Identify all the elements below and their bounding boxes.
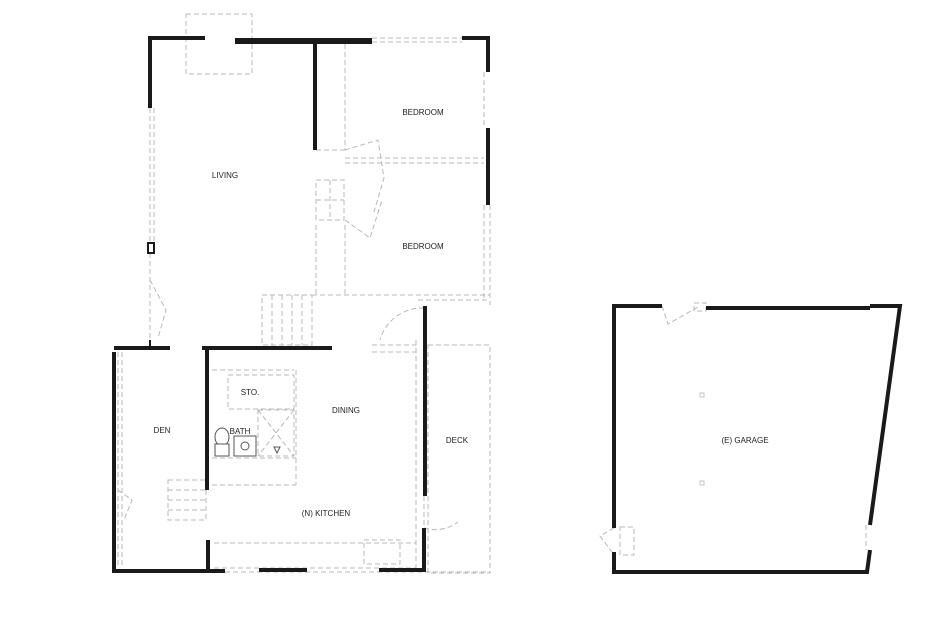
toilet-icon: [214, 427, 230, 447]
room-label-deck: DECK: [446, 436, 469, 445]
room-label-den: DEN: [154, 426, 171, 435]
house-walls: [112, 36, 490, 573]
room-label-bedroom-2: BEDROOM: [402, 242, 444, 251]
shower-drain-icon: [273, 446, 281, 455]
room-label-garage: (E) GARAGE: [721, 436, 768, 445]
room-label-storage: STO.: [241, 388, 260, 397]
existing-dashed-lines: [117, 13, 491, 574]
room-label-kitchen: (N) KITCHEN: [302, 509, 351, 518]
bath-fixtures: [214, 427, 281, 457]
room-label-dining: DINING: [332, 406, 360, 415]
room-label-bedroom-1: BEDROOM: [402, 108, 444, 117]
garage-walls: [612, 304, 903, 574]
room-labels: LIVING BEDROOM BEDROOM DEN STO. BATH DIN…: [154, 108, 769, 518]
garage-dashed: [599, 302, 867, 556]
room-label-living: LIVING: [212, 171, 238, 180]
room-label-bath: BATH: [230, 427, 251, 436]
